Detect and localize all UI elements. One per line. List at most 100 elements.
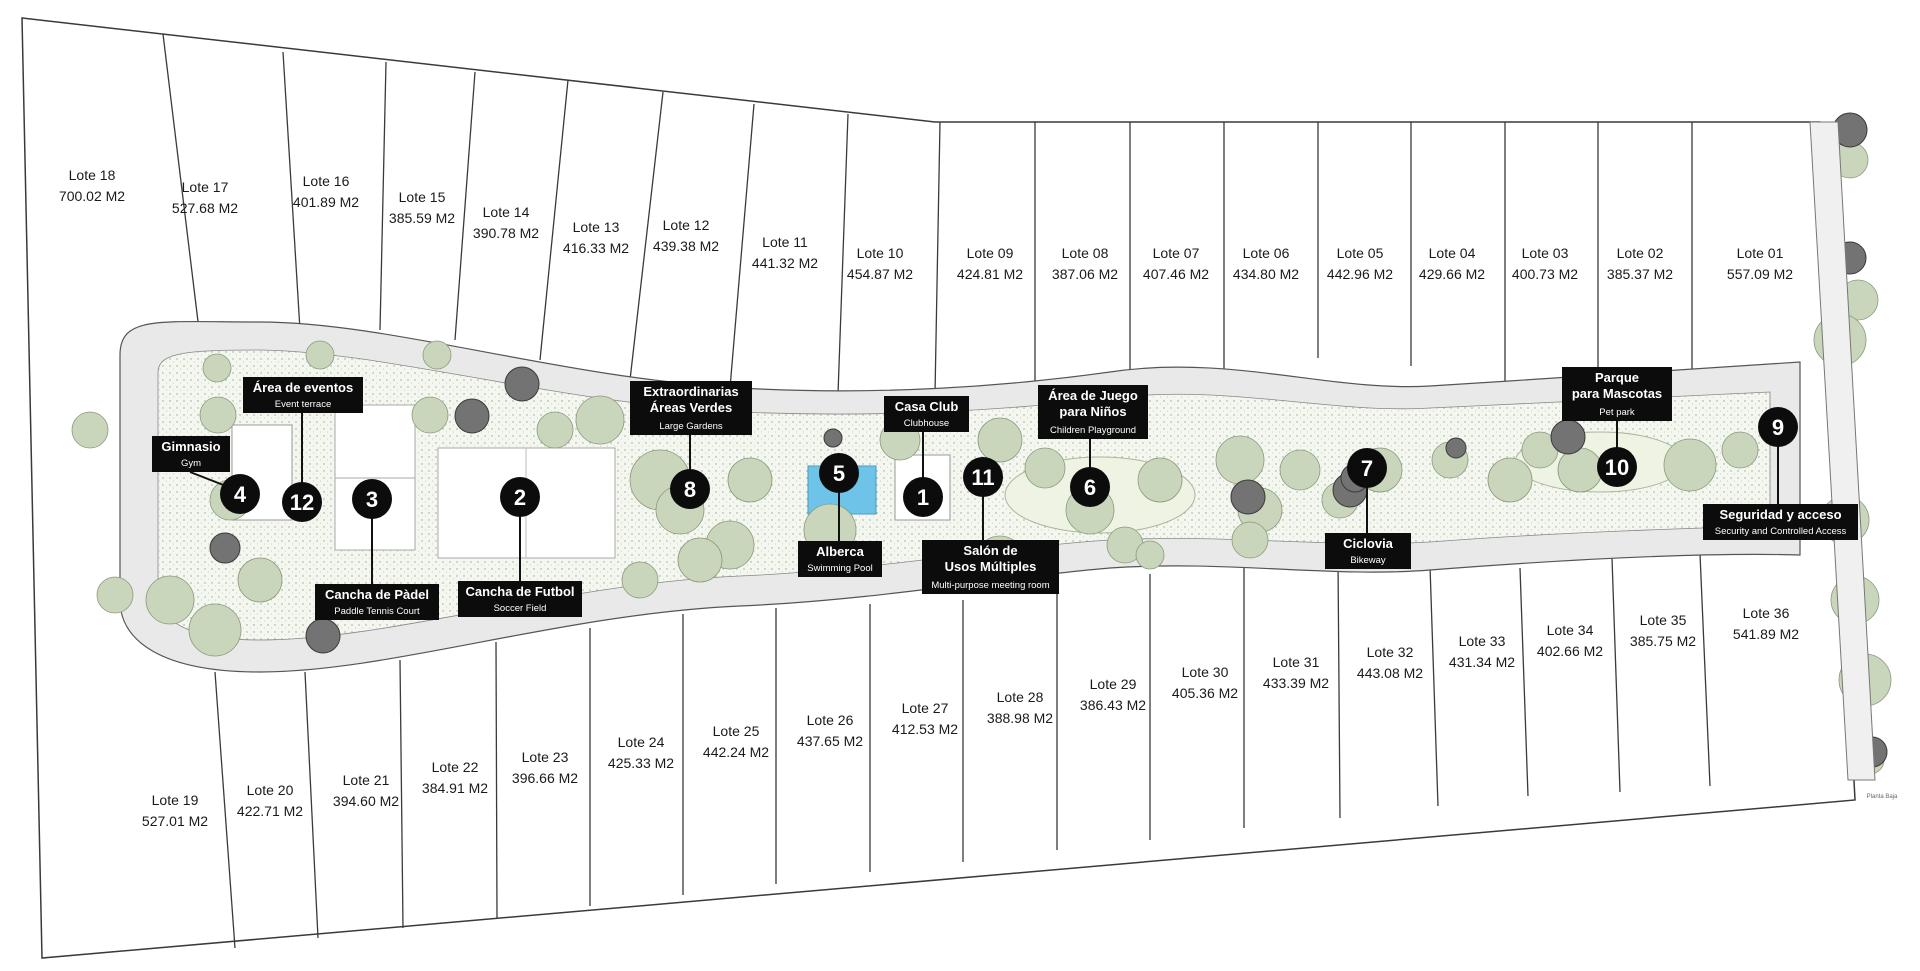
amenity-number: 5 bbox=[833, 461, 845, 486]
amenity-label-box[interactable] bbox=[152, 436, 230, 472]
amenity-label-box[interactable] bbox=[1703, 504, 1858, 540]
lot-line-south bbox=[304, 671, 319, 939]
lot-name: Lote 36 bbox=[1743, 605, 1790, 621]
lot-area: 405.36 M2 bbox=[1172, 685, 1238, 701]
lot-line-north bbox=[837, 113, 849, 395]
lot-name: Lote 24 bbox=[618, 734, 665, 750]
amenity-label-box[interactable] bbox=[884, 396, 969, 432]
tree bbox=[237, 557, 283, 603]
amenity-number-marker[interactable] bbox=[352, 479, 392, 519]
tree bbox=[411, 396, 449, 434]
lot-area: 443.08 M2 bbox=[1357, 665, 1423, 681]
amenity-number: 1 bbox=[917, 485, 929, 510]
lot-line-south bbox=[1337, 559, 1341, 819]
tree bbox=[199, 396, 237, 434]
lot-area: 412.53 M2 bbox=[892, 721, 958, 737]
lot-line-south bbox=[495, 641, 498, 919]
tree bbox=[536, 411, 574, 449]
amenity-number-marker[interactable] bbox=[1758, 407, 1798, 447]
amenity-label-box[interactable] bbox=[798, 541, 882, 577]
amenity-label-box[interactable] bbox=[458, 581, 582, 617]
lot-label: Lote 19 527.01 M2 bbox=[142, 792, 208, 829]
lot-area: 394.60 M2 bbox=[333, 793, 399, 809]
lot-area: 401.89 M2 bbox=[293, 194, 359, 210]
lot-line-south bbox=[1611, 557, 1621, 793]
tree bbox=[1135, 540, 1165, 570]
amenity-number: 4 bbox=[234, 482, 247, 507]
amenity-number-marker[interactable] bbox=[1070, 467, 1110, 507]
lot-name: Lote 23 bbox=[522, 749, 569, 765]
amenity-title: para Mascotas bbox=[1572, 386, 1662, 401]
lot-name: Lote 20 bbox=[247, 782, 294, 798]
lot-area: 387.06 M2 bbox=[1052, 266, 1118, 282]
amenity-number: 8 bbox=[684, 477, 696, 502]
lot-area: 386.43 M2 bbox=[1080, 697, 1146, 713]
amenity-subtitle: Event terrace bbox=[275, 399, 332, 410]
lot-area: 527.01 M2 bbox=[142, 813, 208, 829]
amenity-label-box[interactable] bbox=[922, 540, 1059, 594]
lot-area: 396.66 M2 bbox=[512, 770, 578, 786]
lot-name: Lote 31 bbox=[1273, 654, 1320, 670]
amenity-label-box[interactable] bbox=[630, 381, 752, 435]
amenity-subtitle: Security and Controlled Access bbox=[1715, 526, 1847, 537]
amenity-number-marker[interactable] bbox=[903, 477, 943, 517]
amenity-subtitle: Multi-purpose meeting room bbox=[931, 580, 1049, 591]
lot-name: Lote 19 bbox=[152, 792, 199, 808]
amenity-number-marker[interactable] bbox=[963, 457, 1003, 497]
lot-area: 429.66 M2 bbox=[1419, 266, 1485, 282]
amenity-number-marker[interactable] bbox=[500, 477, 540, 517]
lot-area: 425.33 M2 bbox=[608, 755, 674, 771]
amenity-number: 2 bbox=[514, 485, 526, 510]
tree bbox=[422, 340, 452, 370]
amenity-subtitle: Clubhouse bbox=[904, 418, 949, 429]
lot-label: Lote 24 425.33 M2 bbox=[608, 734, 674, 771]
lot-area: 385.75 M2 bbox=[1630, 633, 1696, 649]
amenity-number-marker[interactable] bbox=[220, 474, 260, 514]
lot-name: Lote 32 bbox=[1367, 644, 1414, 660]
lot-line-north bbox=[282, 51, 301, 331]
lot-area: 390.78 M2 bbox=[473, 225, 539, 241]
lot-area: 442.24 M2 bbox=[703, 744, 769, 760]
amenity-number-marker[interactable] bbox=[282, 482, 322, 522]
tree bbox=[575, 395, 625, 445]
amenity-number-marker[interactable] bbox=[1347, 448, 1387, 488]
lot-name: Lote 33 bbox=[1459, 633, 1506, 649]
amenity-title: Alberca bbox=[816, 544, 864, 559]
amenity-label-box[interactable] bbox=[1038, 385, 1148, 439]
lot-label: Lote 32 443.08 M2 bbox=[1357, 644, 1423, 681]
amenity-number-marker[interactable] bbox=[1597, 447, 1637, 487]
tree bbox=[305, 340, 335, 370]
amenity-number-marker[interactable] bbox=[819, 453, 859, 493]
lot-name: Lote 01 bbox=[1737, 245, 1784, 261]
tree bbox=[1215, 435, 1265, 485]
amenity-label-box[interactable] bbox=[1562, 367, 1672, 421]
amenity-label-box[interactable] bbox=[243, 377, 363, 413]
amenity-label-box[interactable] bbox=[315, 584, 439, 620]
amenity-label-box[interactable] bbox=[1325, 533, 1411, 569]
amenity-subtitle: Pet park bbox=[1599, 407, 1635, 418]
amenity-number-marker[interactable] bbox=[670, 469, 710, 509]
